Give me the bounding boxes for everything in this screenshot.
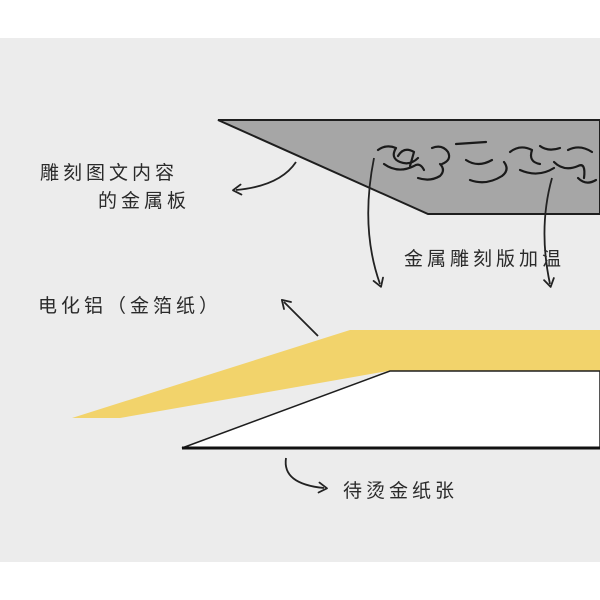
diagram-canvas: 雕刻图文内容 的金属板 金属雕刻版加温 电化铝（金箔纸） 待烫金纸张 (0, 38, 600, 562)
plate-label-line-2: 的金属板 (98, 190, 191, 212)
down-arrow-icon (367, 157, 384, 288)
curved-arrow-icon (280, 298, 319, 337)
curved-arrow-icon (284, 457, 328, 494)
down-arrow-icon (543, 177, 555, 288)
engraved-calligraphy (376, 140, 598, 184)
foil-label: 电化铝（金箔纸） (38, 295, 223, 317)
gold-foil-sheet (72, 330, 600, 418)
plate-label-line-1: 雕刻图文内容 (40, 162, 179, 184)
curved-arrow-icon (232, 161, 297, 196)
heat-label: 金属雕刻版加温 (404, 248, 566, 270)
diagram-drawing (72, 119, 600, 494)
paper-label: 待烫金纸张 (343, 480, 459, 502)
